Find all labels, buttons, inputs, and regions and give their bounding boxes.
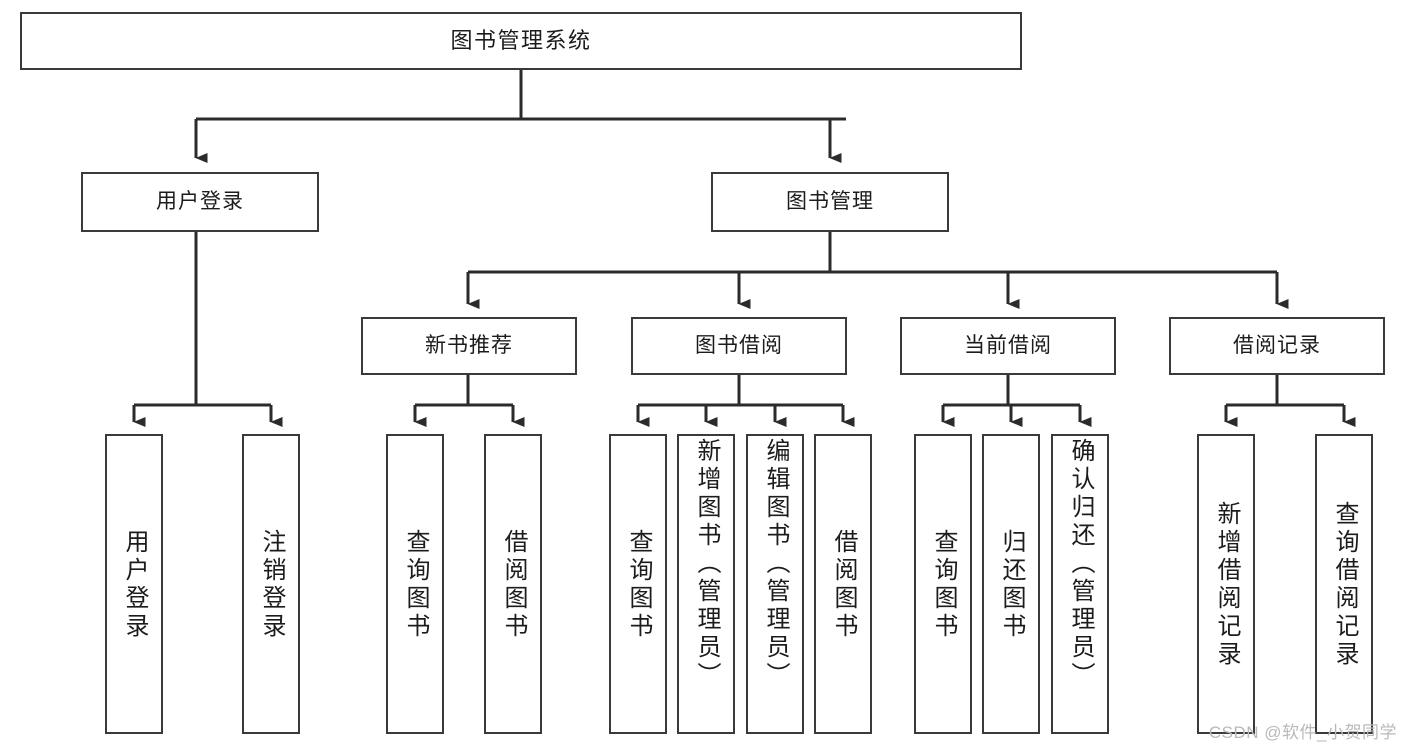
node-leaf-borrow-book-2[interactable]: 借阅图书	[814, 434, 872, 734]
node-label: 图书管理	[786, 189, 874, 213]
node-leaf-add-record[interactable]: 新增借阅记录	[1197, 434, 1255, 734]
node-leaf-logout-login[interactable]: 注销登录	[242, 434, 300, 734]
node-label: 新增图书（管理员）	[693, 438, 720, 690]
node-book-borrow[interactable]: 图书借阅	[631, 317, 847, 375]
node-label: 查询图书	[625, 529, 652, 641]
node-leaf-query-book-3[interactable]: 查询图书	[914, 434, 972, 734]
node-leaf-edit-book[interactable]: 编辑图书（管理员）	[746, 434, 804, 734]
node-leaf-query-book-2[interactable]: 查询图书	[609, 434, 667, 734]
node-leaf-confirm-return[interactable]: 确认归还（管理员）	[1051, 434, 1109, 734]
node-label: 注销登录	[258, 529, 285, 641]
node-leaf-add-book[interactable]: 新增图书（管理员）	[677, 434, 735, 734]
node-leaf-user-login[interactable]: 用户登录	[105, 434, 163, 734]
node-label: 用户登录	[121, 529, 148, 641]
node-label: 归还图书	[998, 529, 1025, 641]
node-current-borrow[interactable]: 当前借阅	[900, 317, 1116, 375]
node-label: 查询图书	[402, 529, 429, 641]
node-label: 确认归还（管理员）	[1067, 438, 1094, 690]
node-label: 查询借阅记录	[1331, 501, 1358, 669]
node-label: 借阅图书	[500, 529, 527, 641]
node-label: 新增借阅记录	[1213, 501, 1240, 669]
node-label: 编辑图书（管理员）	[762, 438, 789, 690]
node-leaf-query-book-1[interactable]: 查询图书	[386, 434, 444, 734]
node-new-book-recommend[interactable]: 新书推荐	[361, 317, 577, 375]
node-label: 借阅图书	[830, 529, 857, 641]
node-book-manage[interactable]: 图书管理	[711, 172, 949, 232]
node-leaf-query-record[interactable]: 查询借阅记录	[1315, 434, 1373, 734]
node-label: 用户登录	[156, 189, 244, 213]
csdn-watermark: CSDN @软件_小贺同学	[1208, 723, 1397, 742]
node-label: 图书借阅	[695, 333, 783, 357]
node-leaf-borrow-book-1[interactable]: 借阅图书	[484, 434, 542, 734]
node-label: 图书管理系统	[450, 28, 592, 54]
node-leaf-return-book[interactable]: 归还图书	[982, 434, 1040, 734]
node-borrow-record[interactable]: 借阅记录	[1169, 317, 1385, 375]
node-label: 当前借阅	[964, 333, 1052, 357]
node-label: 查询图书	[930, 529, 957, 641]
node-label: 借阅记录	[1233, 333, 1321, 357]
node-root-system[interactable]: 图书管理系统	[20, 12, 1022, 70]
node-user-login[interactable]: 用户登录	[81, 172, 319, 232]
node-label: 新书推荐	[425, 333, 513, 357]
